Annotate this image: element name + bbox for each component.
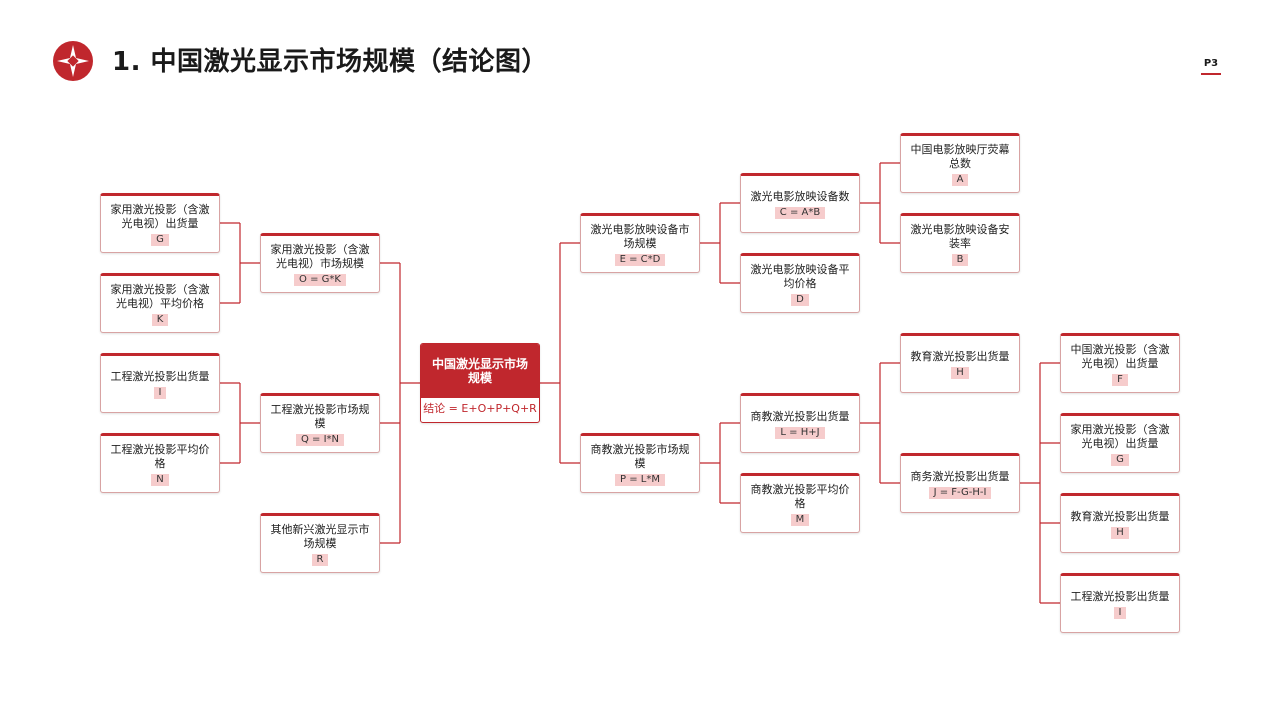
node-formula: O = G*K <box>294 273 346 286</box>
node-label: 中国激光投影（含激光电视）出货量 <box>1070 342 1170 370</box>
node-label: 商教激光投影出货量 <box>750 409 850 423</box>
node-formula: D <box>791 293 809 306</box>
node-code: A <box>951 173 969 186</box>
node-code: F <box>1112 373 1128 386</box>
node-cinema-screens: 中国电影放映厅荧幕总数 A <box>900 133 1020 193</box>
node-formula: P = L*M <box>615 473 665 486</box>
node-cinema-market: 激光电影放映设备市场规模 E = C*D <box>580 213 700 273</box>
node-home-market: 家用激光投影（含激光电视）市场规模 O = G*K <box>260 233 380 293</box>
node-business-edu-market: 商教激光投影市场规模 P = L*M <box>580 433 700 493</box>
node-formula: Q = I*N <box>295 433 345 446</box>
node-edu-shipments: 教育激光投影出货量 H <box>900 333 1020 393</box>
node-other-market: 其他新兴激光显示市场规模 R <box>260 513 380 573</box>
node-code: H <box>951 366 969 379</box>
node-label: 家用激光投影（含激光电视）出货量 <box>1070 422 1170 450</box>
node-business-edu-shipments: 商教激光投影出货量 L = H+J <box>740 393 860 453</box>
node-label: 商教激光投影市场规模 <box>590 442 690 470</box>
node-label: 激光电影放映设备数 <box>750 189 850 203</box>
node-code: B <box>951 253 969 266</box>
node-cinema-price: 激光电影放映设备平均价格 D <box>740 253 860 313</box>
node-label: 中国激光显示市场规模 <box>421 344 539 398</box>
node-label: 其他新兴激光显示市场规模 <box>270 522 370 550</box>
node-label: 商务激光投影出货量 <box>910 469 1010 483</box>
node-label: 中国电影放映厅荧幕总数 <box>910 142 1010 170</box>
company-logo-icon <box>53 41 93 81</box>
page-title: 1. 中国激光显示市场规模（结论图） <box>112 47 549 77</box>
node-label: 工程激光投影出货量 <box>110 369 210 383</box>
node-label: 工程激光投影市场规模 <box>270 402 370 430</box>
node-label: 家用激光投影（含激光电视）平均价格 <box>110 282 210 310</box>
node-formula: M <box>790 513 810 526</box>
node-formula: C = A*B <box>774 206 826 219</box>
node-label: 激光电影放映设备市场规模 <box>590 222 690 250</box>
node-code: I <box>1113 606 1127 619</box>
page-number: P3 <box>1201 58 1221 75</box>
node-code: K <box>151 313 169 326</box>
node-code: H <box>1111 526 1129 539</box>
node-engineering-price: 工程激光投影平均价格 N <box>100 433 220 493</box>
node-edu-shipments-2: 教育激光投影出货量 H <box>1060 493 1180 553</box>
node-cinema-install-rate: 激光电影放映设备安装率 B <box>900 213 1020 273</box>
node-label: 工程激光投影平均价格 <box>110 442 210 470</box>
node-formula: E = C*D <box>614 253 666 266</box>
root-node: 中国激光显示市场规模 结论 = E+O+P+Q+R <box>420 343 540 423</box>
node-formula: L = H+J <box>775 426 825 439</box>
node-label: 教育激光投影出货量 <box>1070 509 1170 523</box>
node-formula: R <box>311 553 329 566</box>
node-label: 激光电影放映设备安装率 <box>910 222 1010 250</box>
node-label: 教育激光投影出货量 <box>910 349 1010 363</box>
node-label: 工程激光投影出货量 <box>1070 589 1170 603</box>
node-code: N <box>151 473 169 486</box>
node-label: 激光电影放映设备平均价格 <box>750 262 850 290</box>
node-business-edu-price: 商教激光投影平均价格 M <box>740 473 860 533</box>
node-code: G <box>1111 453 1129 466</box>
node-label: 家用激光投影（含激光电视）市场规模 <box>270 242 370 270</box>
node-label: 商教激光投影平均价格 <box>750 482 850 510</box>
node-engineering-market: 工程激光投影市场规模 Q = I*N <box>260 393 380 453</box>
node-code: G <box>151 233 169 246</box>
node-business-shipments: 商务激光投影出货量 J = F-G-H-I <box>900 453 1020 513</box>
node-code: I <box>153 386 167 399</box>
node-engineering-shipments: 工程激光投影出货量 I <box>100 353 220 413</box>
node-home-price: 家用激光投影（含激光电视）平均价格 K <box>100 273 220 333</box>
node-label: 家用激光投影（含激光电视）出货量 <box>110 202 210 230</box>
node-engineering-shipments-2: 工程激光投影出货量 I <box>1060 573 1180 633</box>
node-home-shipments: 家用激光投影（含激光电视）出货量 G <box>100 193 220 253</box>
node-formula: 结论 = E+O+P+Q+R <box>423 402 537 415</box>
node-code: J = F-G-H-I <box>928 486 992 499</box>
node-cinema-devices: 激光电影放映设备数 C = A*B <box>740 173 860 233</box>
node-china-total-shipments: 中国激光投影（含激光电视）出货量 F <box>1060 333 1180 393</box>
node-home-shipments-2: 家用激光投影（含激光电视）出货量 G <box>1060 413 1180 473</box>
